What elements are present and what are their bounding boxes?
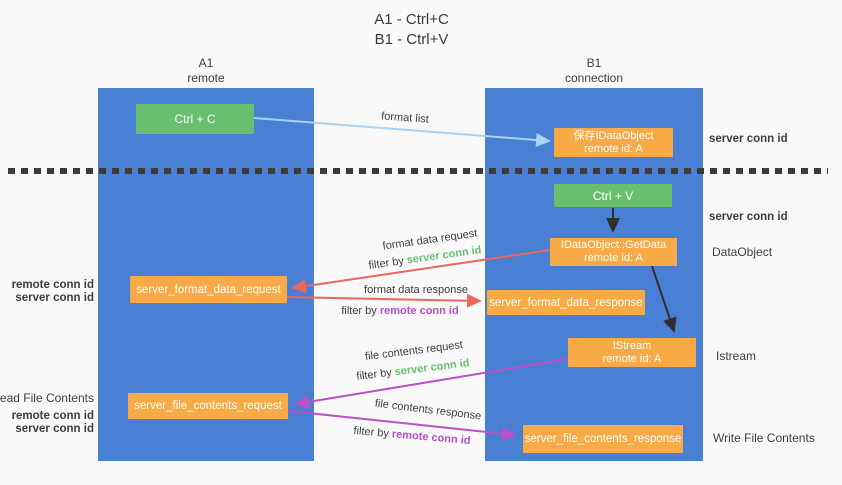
node-ctrl-v-label: Ctrl + V [592, 188, 634, 203]
server-conn-id-text: server conn id [394, 357, 471, 379]
node-file-response-label: server_file_contents_response [524, 433, 682, 445]
title-line-1: A1 - Ctrl+C [374, 11, 449, 28]
remote-conn-id-text: remote conn id [379, 305, 459, 317]
node-ctrl-v: Ctrl + V [554, 184, 672, 207]
remote-conn-id-text: remote conn id [391, 428, 471, 448]
lane-a1-name: A1 [198, 56, 214, 70]
filter-by-text: filter by [367, 255, 405, 272]
label-filter-by-remote-conn-id-2: filter by remote conn id [347, 423, 478, 448]
label-write-file-contents: Write File Contents [713, 431, 815, 445]
node-ctrl-c-label: Ctrl + C [174, 112, 216, 126]
node-getdata-line2: remote id: A [584, 252, 643, 264]
node-istream-line1: IStream [612, 339, 652, 352]
machine-boundary-dotted-line [8, 168, 828, 174]
filter-by-text: filter by [353, 424, 390, 440]
node-idataobject-getdata: IDataObject::GetData remote id: A [550, 238, 677, 266]
title-line-2: B1 - Ctrl+V [374, 31, 449, 48]
label-format-data-response: format data response [364, 284, 468, 296]
node-format-request-label: server_format_data_request [136, 283, 281, 296]
node-save-idataobject: 保存IDataObject remote id: A [554, 128, 673, 157]
label-istream: Istream [716, 349, 757, 363]
node-server-file-contents-response: server_file_contents_response [523, 425, 683, 453]
label-remote-conn-id-left-2: remote conn id [11, 410, 94, 422]
label-server-conn-id-right-2: server conn id [709, 211, 788, 223]
node-file-request-label: server_file_contents_request [134, 400, 282, 412]
node-ctrl-c: Ctrl + C [136, 104, 254, 134]
lane-header-a1: A1 remote [98, 56, 314, 86]
label-file-contents-response: file contents response [374, 397, 482, 423]
lane-a1-subtitle: remote [187, 71, 225, 85]
node-getdata-line1: IDataObject::GetData [560, 239, 667, 251]
filter-by-text: filter by [355, 366, 393, 383]
arrow-format-data-response [286, 293, 482, 308]
label-read-file-contents: Read File Contents [0, 391, 94, 405]
label-filter-by-remote-conn-id-1: filter by remote conn id [335, 304, 465, 318]
label-server-conn-id-left-2: server conn id [15, 423, 94, 435]
node-server-format-data-request: server_format_data_request [130, 276, 287, 303]
lane-b1-name: B1 [586, 56, 602, 70]
label-remote-conn-id-left-1: remote conn id [11, 279, 94, 291]
label-server-conn-id-right-1: server conn id [709, 133, 788, 145]
node-server-file-contents-request: server_file_contents_request [128, 393, 288, 419]
node-save-line1: 保存IDataObject [573, 129, 654, 142]
node-istream: IStream remote id: A [568, 338, 696, 367]
node-save-line2: remote id: A [584, 142, 643, 155]
label-format-list: format list [380, 110, 430, 126]
node-istream-line2: remote id: A [602, 352, 662, 365]
node-server-format-data-response: server_format_data_response [487, 290, 645, 315]
node-format-response-label: server_format_data_response [489, 296, 643, 309]
lane-header-b1: B1 connection [485, 56, 703, 86]
diagram-title: A1 - Ctrl+C B1 - Ctrl+V [329, 10, 494, 50]
filter-by-text: filter by [341, 305, 377, 317]
label-dataobject: DataObject [712, 245, 773, 259]
label-server-conn-id-left-1: server conn id [15, 292, 94, 304]
lane-b1-subtitle: connection [564, 71, 624, 85]
